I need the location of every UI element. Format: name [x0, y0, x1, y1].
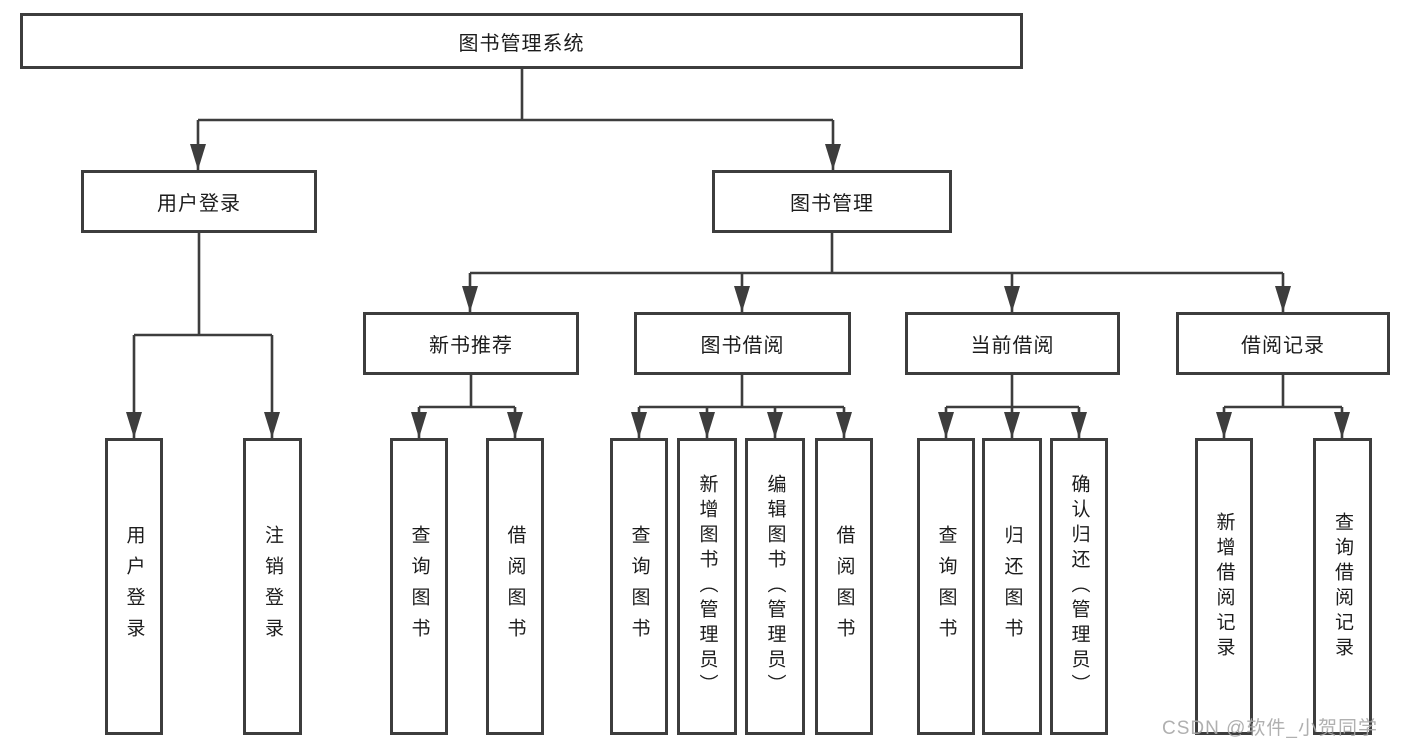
- node-user-login: 用户登录: [81, 170, 317, 233]
- leaf-query-book-recommend: 查询图书: [390, 438, 448, 735]
- node-book-management: 图书管理: [712, 170, 952, 233]
- leaf-add-borrow-record: 新增借阅记录: [1195, 438, 1253, 735]
- leaf-add-book-admin: 新增图书（管理员）: [677, 438, 737, 735]
- node-current-borrow: 当前借阅: [905, 312, 1120, 375]
- watermark-csdn: CSDN @软件_小贺同学: [1162, 718, 1378, 739]
- leaf-return-book: 归还图书: [982, 438, 1042, 735]
- root-node-library-management-system: 图书管理系统: [20, 13, 1023, 69]
- leaf-edit-book-admin: 编辑图书（管理员）: [745, 438, 805, 735]
- node-borrow-records: 借阅记录: [1176, 312, 1390, 375]
- leaf-confirm-return-admin: 确认归还（管理员）: [1050, 438, 1108, 735]
- node-book-borrow: 图书借阅: [634, 312, 851, 375]
- leaf-query-borrow-record: 查询借阅记录: [1313, 438, 1372, 735]
- leaf-borrow-book-recommend: 借阅图书: [486, 438, 544, 735]
- arrowhead-group: [126, 144, 1350, 438]
- leaf-query-book-borrow: 查询图书: [610, 438, 668, 735]
- leaf-logout: 注销登录: [243, 438, 302, 735]
- leaf-borrow-book: 借阅图书: [815, 438, 873, 735]
- node-new-book-recommend: 新书推荐: [363, 312, 579, 375]
- leaf-user-login: 用户登录: [105, 438, 163, 735]
- leaf-query-book-current: 查询图书: [917, 438, 975, 735]
